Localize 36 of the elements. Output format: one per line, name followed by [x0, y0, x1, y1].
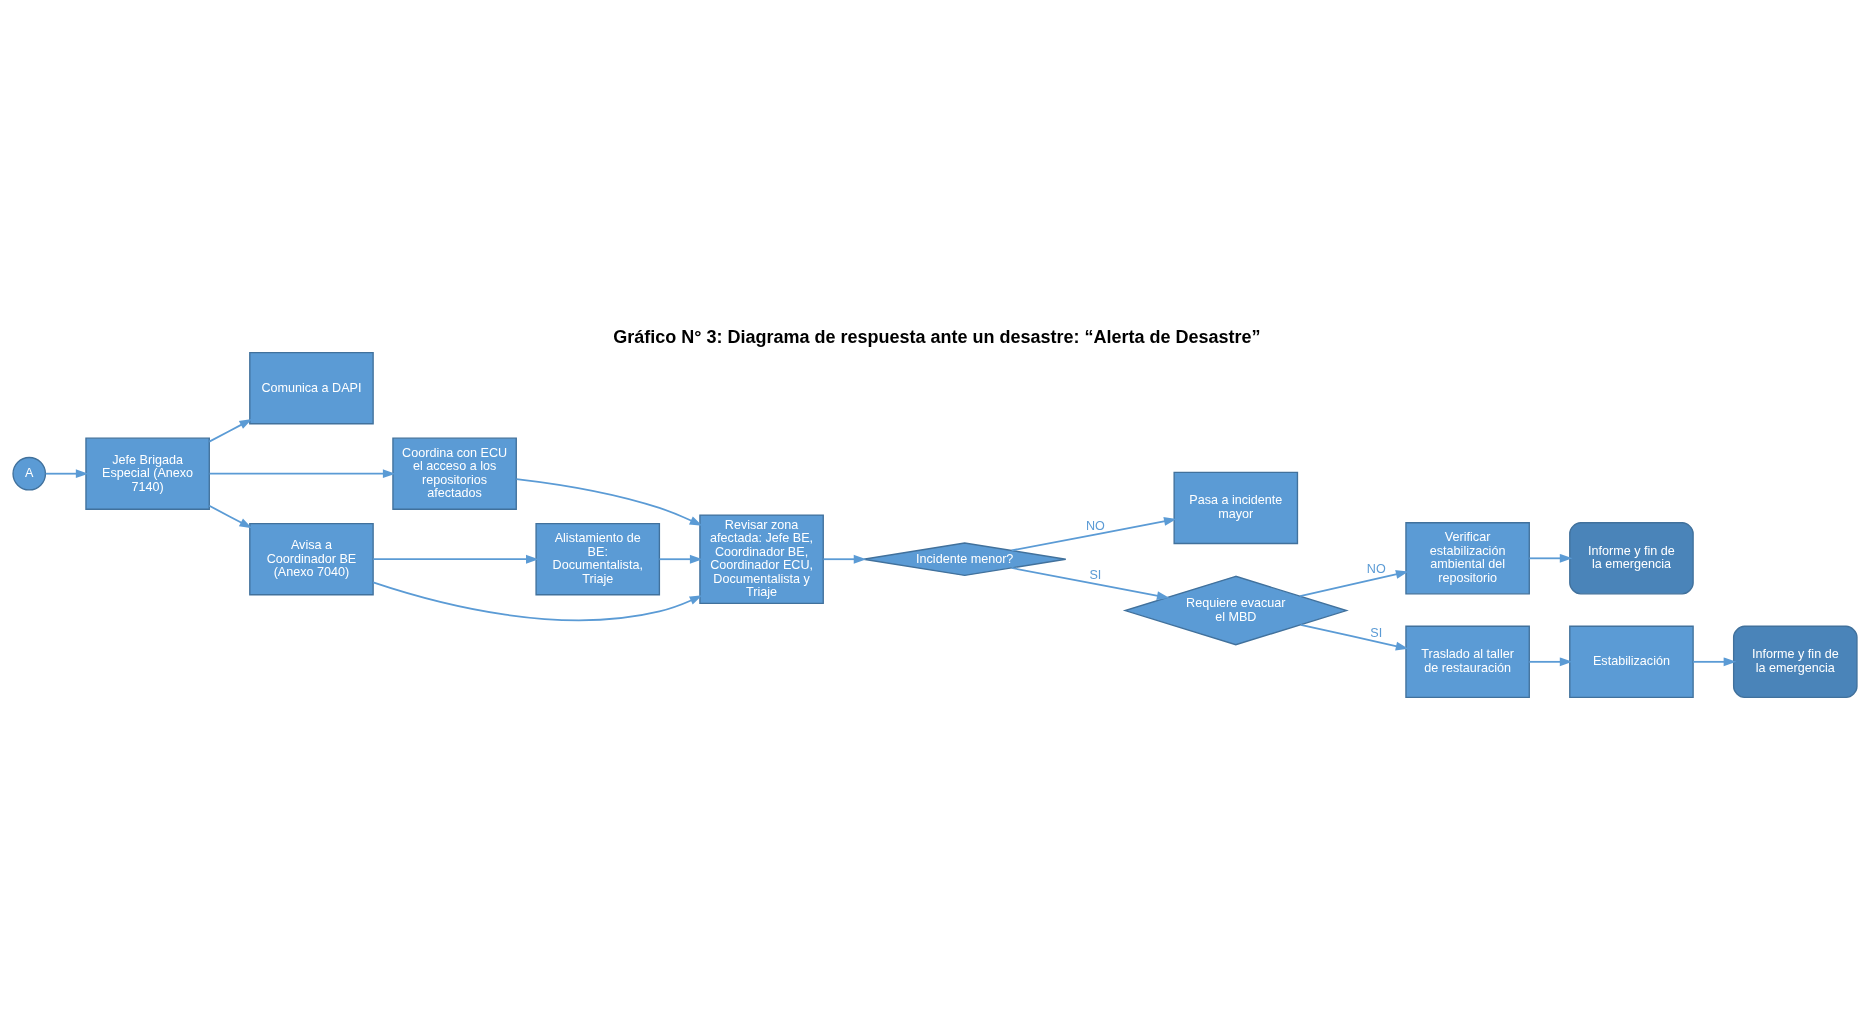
node-box: Comunica a DAPI: [249, 351, 374, 424]
node-box: Informe y fin de la emergencia: [1569, 521, 1694, 595]
edge-label: SI: [1089, 567, 1102, 582]
node-box: Coordina con ECU el acceso a los repositorios afectados: [392, 436, 517, 510]
node-box: Alistamiento de BE: Documentalista, Triaje: [535, 522, 661, 595]
node-box: Verificar estabilización ambiental del repositorio: [1405, 521, 1530, 595]
arrow: [208, 504, 253, 528]
arrow: [658, 554, 703, 564]
node-circle: A: [12, 456, 47, 491]
arrow: [372, 554, 539, 564]
arrow: [1528, 553, 1573, 563]
arrow: [515, 477, 703, 526]
node-box: Traslado al taller de restauración: [1405, 625, 1530, 698]
arrow: [1299, 569, 1409, 597]
arrow: [1010, 516, 1177, 551]
arrow: [1010, 566, 1170, 600]
arrow: [822, 554, 867, 564]
node-box: Avisa a Coordinador BE (Anexo 7040): [249, 522, 374, 595]
node-diamond: Requiere evacuar el MBD: [1122, 575, 1349, 645]
arrow: [44, 468, 89, 478]
edge-label: NO: [1366, 561, 1386, 576]
node-box: Pasa a incidente mayor: [1173, 471, 1299, 544]
node-diamond: Incidente menor?: [862, 541, 1067, 576]
arrow: [1528, 656, 1573, 666]
arrow: [1692, 656, 1737, 666]
node-box: Informe y fin de la emergencia: [1732, 625, 1858, 698]
arrow: [1299, 623, 1409, 650]
arrow: [208, 468, 396, 478]
node-box: Estabilización: [1569, 625, 1694, 698]
edge-label: NO: [1085, 518, 1105, 533]
arrow: [372, 581, 703, 621]
node-box: Revisar zona afectada: Jefe BE, Coordinador BE, Coordinador ECU, Documentalista y Triaje: [699, 513, 824, 604]
arrow: [208, 418, 253, 442]
edge-label: SI: [1370, 625, 1383, 640]
node-box: Jefe Brigada Especial (Anexo 7140): [85, 436, 210, 510]
diagram-title: Gráfico N° 3: Diagrama de respuesta ante un desastre: “Alerta de Desastre”: [613, 326, 1261, 347]
